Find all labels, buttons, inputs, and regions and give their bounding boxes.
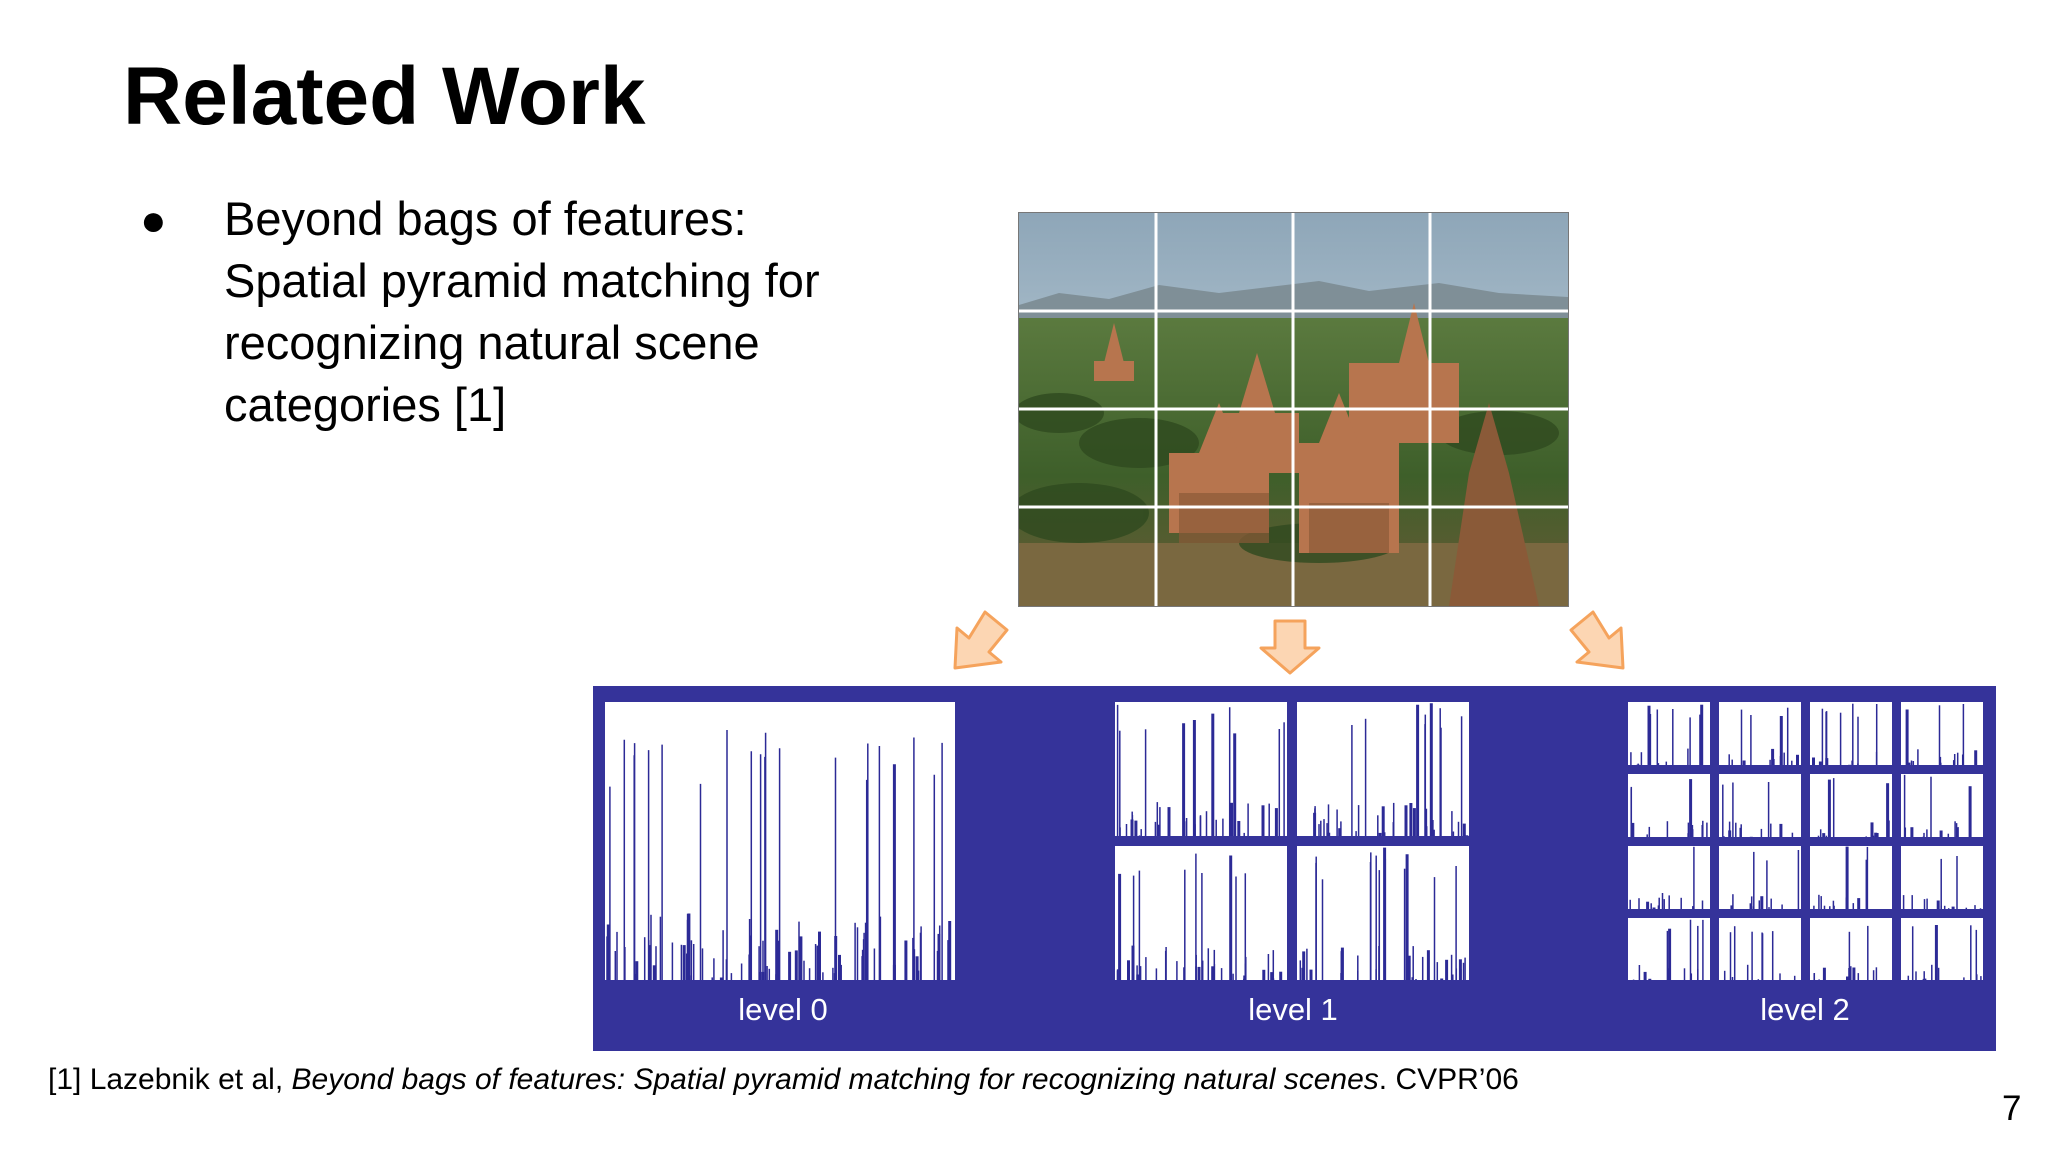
histogram-cell: [1719, 774, 1801, 837]
histogram-cell: [1297, 846, 1469, 980]
histogram-cell: [1901, 846, 1983, 909]
histogram-cell: [1115, 702, 1287, 836]
histogram-cell: [1810, 774, 1892, 837]
footnote-prefix: [1] Lazebnik et al,: [48, 1063, 292, 1096]
bullet-text: Beyond bags of features: Spatial pyramid…: [224, 192, 820, 431]
histogram-cell: [1719, 846, 1801, 909]
histogram-cell: [1810, 846, 1892, 909]
level-2-label: level 2: [1760, 992, 1850, 1027]
slide-title: Related Work: [123, 51, 646, 142]
histogram-cell: [1628, 702, 1710, 765]
footnote-paper-title: Beyond bags of features: Spatial pyramid…: [291, 1063, 1379, 1096]
level-1-label: level 1: [1248, 992, 1338, 1027]
histogram-cell: [1628, 774, 1710, 837]
arrow-down-left-icon: [953, 610, 1009, 670]
level-0-label: level 0: [738, 992, 828, 1027]
histogram-cell: [1810, 702, 1892, 765]
histogram-cell: [1115, 846, 1287, 980]
pyramid-histogram-panel: level 0 level 1 level 2: [593, 686, 1996, 1051]
bullet-point-icon: ●: [140, 196, 167, 245]
scene-photo: [1018, 212, 1569, 607]
histogram-cell: [1719, 918, 1801, 980]
arrow-down-icon: [1259, 619, 1321, 675]
histogram-cell: [1901, 918, 1983, 980]
footnote-venue: . CVPR’06: [1378, 1063, 1519, 1096]
histogram-cell: [1901, 702, 1983, 765]
level-1-histograms: [1115, 702, 1469, 980]
page-number: 7: [2002, 1089, 2022, 1128]
citation-footnote: [1] Lazebnik et al, Beyond bags of featu…: [48, 1063, 1519, 1097]
arrow-down-right-icon: [1569, 610, 1625, 670]
histogram-cell: [1719, 702, 1801, 765]
level-2-histograms: [1628, 702, 1983, 980]
level-0-histogram: [605, 702, 955, 980]
